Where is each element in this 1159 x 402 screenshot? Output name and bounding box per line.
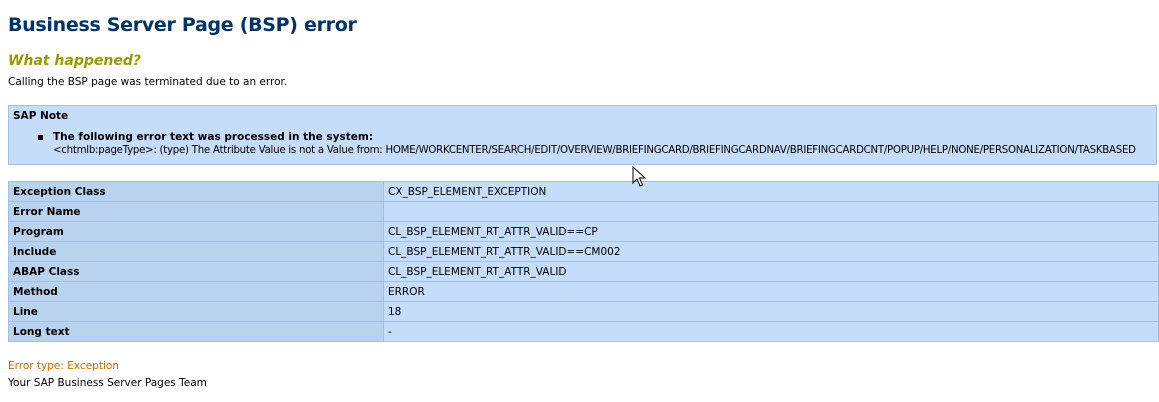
sap-note-message: <chtmlb:pageType>: (type) The Attribute … — [53, 145, 1136, 156]
row-label: Long text — [8, 321, 384, 342]
error-details-table: Exception Class CX_BSP_ELEMENT_EXCEPTION… — [8, 181, 1159, 342]
table-row: Long text - — [8, 321, 1159, 342]
row-value: CL_BSP_ELEMENT_RT_ATTR_VALID — [383, 261, 1159, 282]
row-value: ERROR — [383, 281, 1159, 302]
mouse-pointer-icon — [632, 166, 646, 187]
table-row: Line 18 — [8, 301, 1159, 322]
table-row: Method ERROR — [8, 281, 1159, 302]
row-label: Exception Class — [8, 181, 384, 202]
error-type-text: Error type: Exception — [8, 360, 119, 372]
table-row: ABAP Class CL_BSP_ELEMENT_RT_ATTR_VALID — [8, 261, 1159, 282]
table-row: Program CL_BSP_ELEMENT_RT_ATTR_VALID==CP — [8, 221, 1159, 242]
row-value: 18 — [383, 301, 1159, 322]
table-row: Error Name — [8, 201, 1159, 222]
table-row: Exception Class CX_BSP_ELEMENT_EXCEPTION — [8, 181, 1159, 202]
row-label: ABAP Class — [8, 261, 384, 282]
row-label: Method — [8, 281, 384, 302]
what-happened-heading: What happened? — [8, 53, 141, 69]
sap-note-title: SAP Note — [13, 110, 69, 122]
row-value: CL_BSP_ELEMENT_RT_ATTR_VALID==CM002 — [383, 241, 1159, 262]
row-value: CX_BSP_ELEMENT_EXCEPTION — [383, 181, 1159, 202]
table-row: Include CL_BSP_ELEMENT_RT_ATTR_VALID==CM… — [8, 241, 1159, 262]
sap-note-panel: SAP Note The following error text was pr… — [8, 105, 1157, 165]
row-value — [383, 201, 1159, 222]
row-label: Program — [8, 221, 384, 242]
sap-note-lead: The following error text was processed i… — [53, 131, 374, 143]
page-title: Business Server Page (BSP) error — [8, 14, 357, 36]
square-bullet-icon — [38, 135, 43, 140]
row-value: - — [383, 321, 1159, 342]
row-label: Error Name — [8, 201, 384, 222]
team-signature: Your SAP Business Server Pages Team — [8, 377, 207, 389]
row-label: Include — [8, 241, 384, 262]
row-label: Line — [8, 301, 384, 322]
error-description: Calling the BSP page was terminated due … — [8, 76, 288, 88]
row-value: CL_BSP_ELEMENT_RT_ATTR_VALID==CP — [383, 221, 1159, 242]
